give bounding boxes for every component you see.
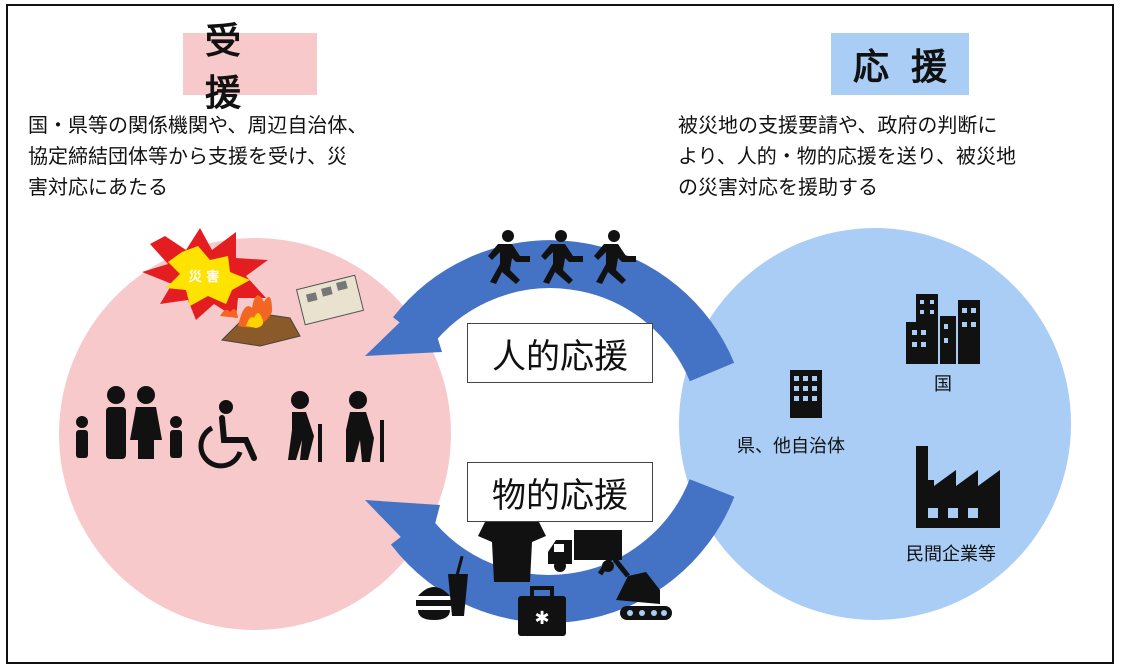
human-support-label: 人的応援 bbox=[467, 323, 653, 383]
t-shirt-icon bbox=[478, 512, 546, 582]
food-drink-icon bbox=[416, 555, 468, 620]
family-icon bbox=[76, 386, 182, 459]
svg-text:✱: ✱ bbox=[534, 608, 549, 629]
disaster-label: 災 害 bbox=[189, 269, 220, 285]
supporter-description: 被災地の支援要請や、政府の判断に より、人的・物的応援を送り、被災地 の災害対応… bbox=[678, 113, 1016, 199]
private-sector-label: 民間企業等 bbox=[906, 544, 996, 565]
wheelchair-icon bbox=[198, 400, 257, 469]
running-person-icon bbox=[488, 230, 636, 284]
explosion-icon bbox=[142, 228, 268, 320]
supporter-circle bbox=[679, 228, 1071, 620]
collapsed-building-icon bbox=[220, 274, 365, 347]
goods-support-label: 物的応援 bbox=[467, 462, 653, 522]
medical-kit-icon: ✱ bbox=[518, 586, 566, 636]
truck-icon bbox=[548, 530, 622, 572]
prefecture-label: 県、他自治体 bbox=[737, 436, 845, 457]
recipient-description: 国・県等の関係機関や、周辺自治体、 協定締結団体等から支援を受け、災 害対応にあ… bbox=[28, 113, 368, 199]
recipient-circle bbox=[59, 238, 451, 630]
office-building-icon bbox=[790, 370, 822, 418]
skyscrapers-icon bbox=[906, 294, 980, 364]
human-support-arrow bbox=[365, 240, 735, 382]
recipient-title: 受援 bbox=[183, 21, 317, 114]
elderly-cane-icon bbox=[288, 391, 384, 462]
supporter-title: 応援 bbox=[831, 33, 969, 95]
factory-icon bbox=[916, 446, 1000, 528]
excavator-icon bbox=[597, 551, 672, 620]
diagram-graphic: ✱ 災 害 bbox=[59, 228, 1071, 636]
goods-support-arrow bbox=[365, 478, 735, 623]
country-label: 国 bbox=[934, 374, 952, 395]
